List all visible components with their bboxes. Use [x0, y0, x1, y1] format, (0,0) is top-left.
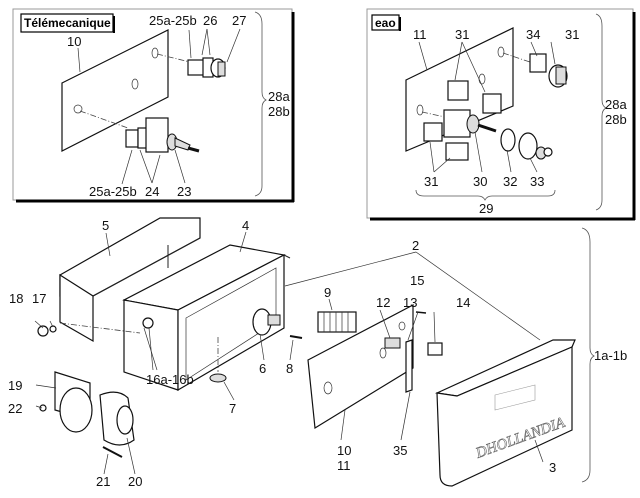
joystick-switch-23	[125, 117, 200, 153]
label-10: 10	[67, 34, 81, 49]
label-4: 4	[242, 218, 249, 233]
label-25a-25b-bottom: 25a-25b	[89, 184, 137, 199]
label-33: 33	[530, 174, 544, 189]
nut-18	[37, 325, 49, 337]
inset-telemecanique: Télémecanique	[12, 8, 295, 203]
label-30: 30	[473, 174, 487, 189]
label-28b-right: 28b	[605, 112, 627, 127]
label-1a-1b: 1a-1b	[594, 348, 627, 363]
label-14: 14	[456, 295, 470, 310]
label-5: 5	[102, 218, 109, 233]
label-12: 12	[376, 295, 390, 310]
label-3: 3	[549, 460, 556, 475]
label-25a-25b-top: 25a-25b	[149, 13, 197, 28]
label-9: 9	[324, 285, 331, 300]
main-assembly: DHOLLANDIA 5 4 2 18 17 16a-16b 6 8	[8, 217, 627, 489]
label-26: 26	[203, 13, 217, 28]
label-7: 7	[229, 401, 236, 416]
label-11: 11	[413, 27, 427, 42]
screw-21	[102, 446, 123, 458]
inset-eao: eao 11 31 34 31 31 30	[366, 8, 636, 221]
bolt-16	[142, 317, 154, 329]
label-22: 22	[8, 401, 22, 416]
brand-tag-telemecanique-text: Télémecanique	[24, 16, 111, 30]
panel-10	[61, 29, 169, 152]
panel-10-11	[307, 304, 414, 430]
label-17: 17	[32, 291, 46, 306]
label-35: 35	[393, 443, 407, 458]
label-29: 29	[479, 201, 493, 216]
housing-4	[122, 244, 291, 392]
switch-12	[384, 337, 401, 349]
label-27: 27	[232, 13, 246, 28]
label-31-a: 31	[455, 27, 469, 42]
label-19: 19	[8, 378, 22, 393]
joystick-33	[518, 132, 538, 160]
label-11-main: 11	[337, 458, 351, 473]
toggle-switch-30	[443, 109, 471, 138]
label-24: 24	[145, 184, 159, 199]
top-cover-5	[59, 217, 201, 343]
label-10-main: 10	[337, 443, 351, 458]
front-cover-3: DHOLLANDIA	[434, 339, 576, 487]
clip-14	[427, 342, 443, 356]
label-16a-16b: 16a-16b	[146, 372, 194, 387]
label-2: 2	[412, 238, 419, 253]
lever-35	[405, 339, 413, 393]
label-23: 23	[177, 184, 191, 199]
label-8: 8	[286, 361, 293, 376]
label-28a-left: 28a	[268, 89, 290, 104]
label-28a-right: 28a	[605, 97, 627, 112]
label-6: 6	[259, 361, 266, 376]
selector-switch-27	[187, 57, 226, 78]
label-31-b: 34	[526, 27, 540, 42]
label-34: 31	[565, 27, 579, 42]
label-15: 15	[410, 273, 424, 288]
label-21: 21	[96, 474, 110, 489]
label-32: 32	[503, 174, 517, 189]
label-18: 18	[9, 291, 23, 306]
washer-17	[49, 325, 57, 333]
contact-block-31	[447, 80, 469, 101]
label-31-c: 31	[424, 174, 438, 189]
screw-8	[289, 335, 303, 339]
grommet-7	[209, 373, 227, 383]
label-28b-left: 28b	[268, 104, 290, 119]
ring-32	[500, 128, 516, 152]
brand-tag-eao-text: eao	[375, 16, 396, 30]
terminal-block-9	[317, 311, 357, 333]
nut-22	[39, 404, 47, 412]
label-13: 13	[403, 295, 417, 310]
label-20: 20	[128, 474, 142, 489]
